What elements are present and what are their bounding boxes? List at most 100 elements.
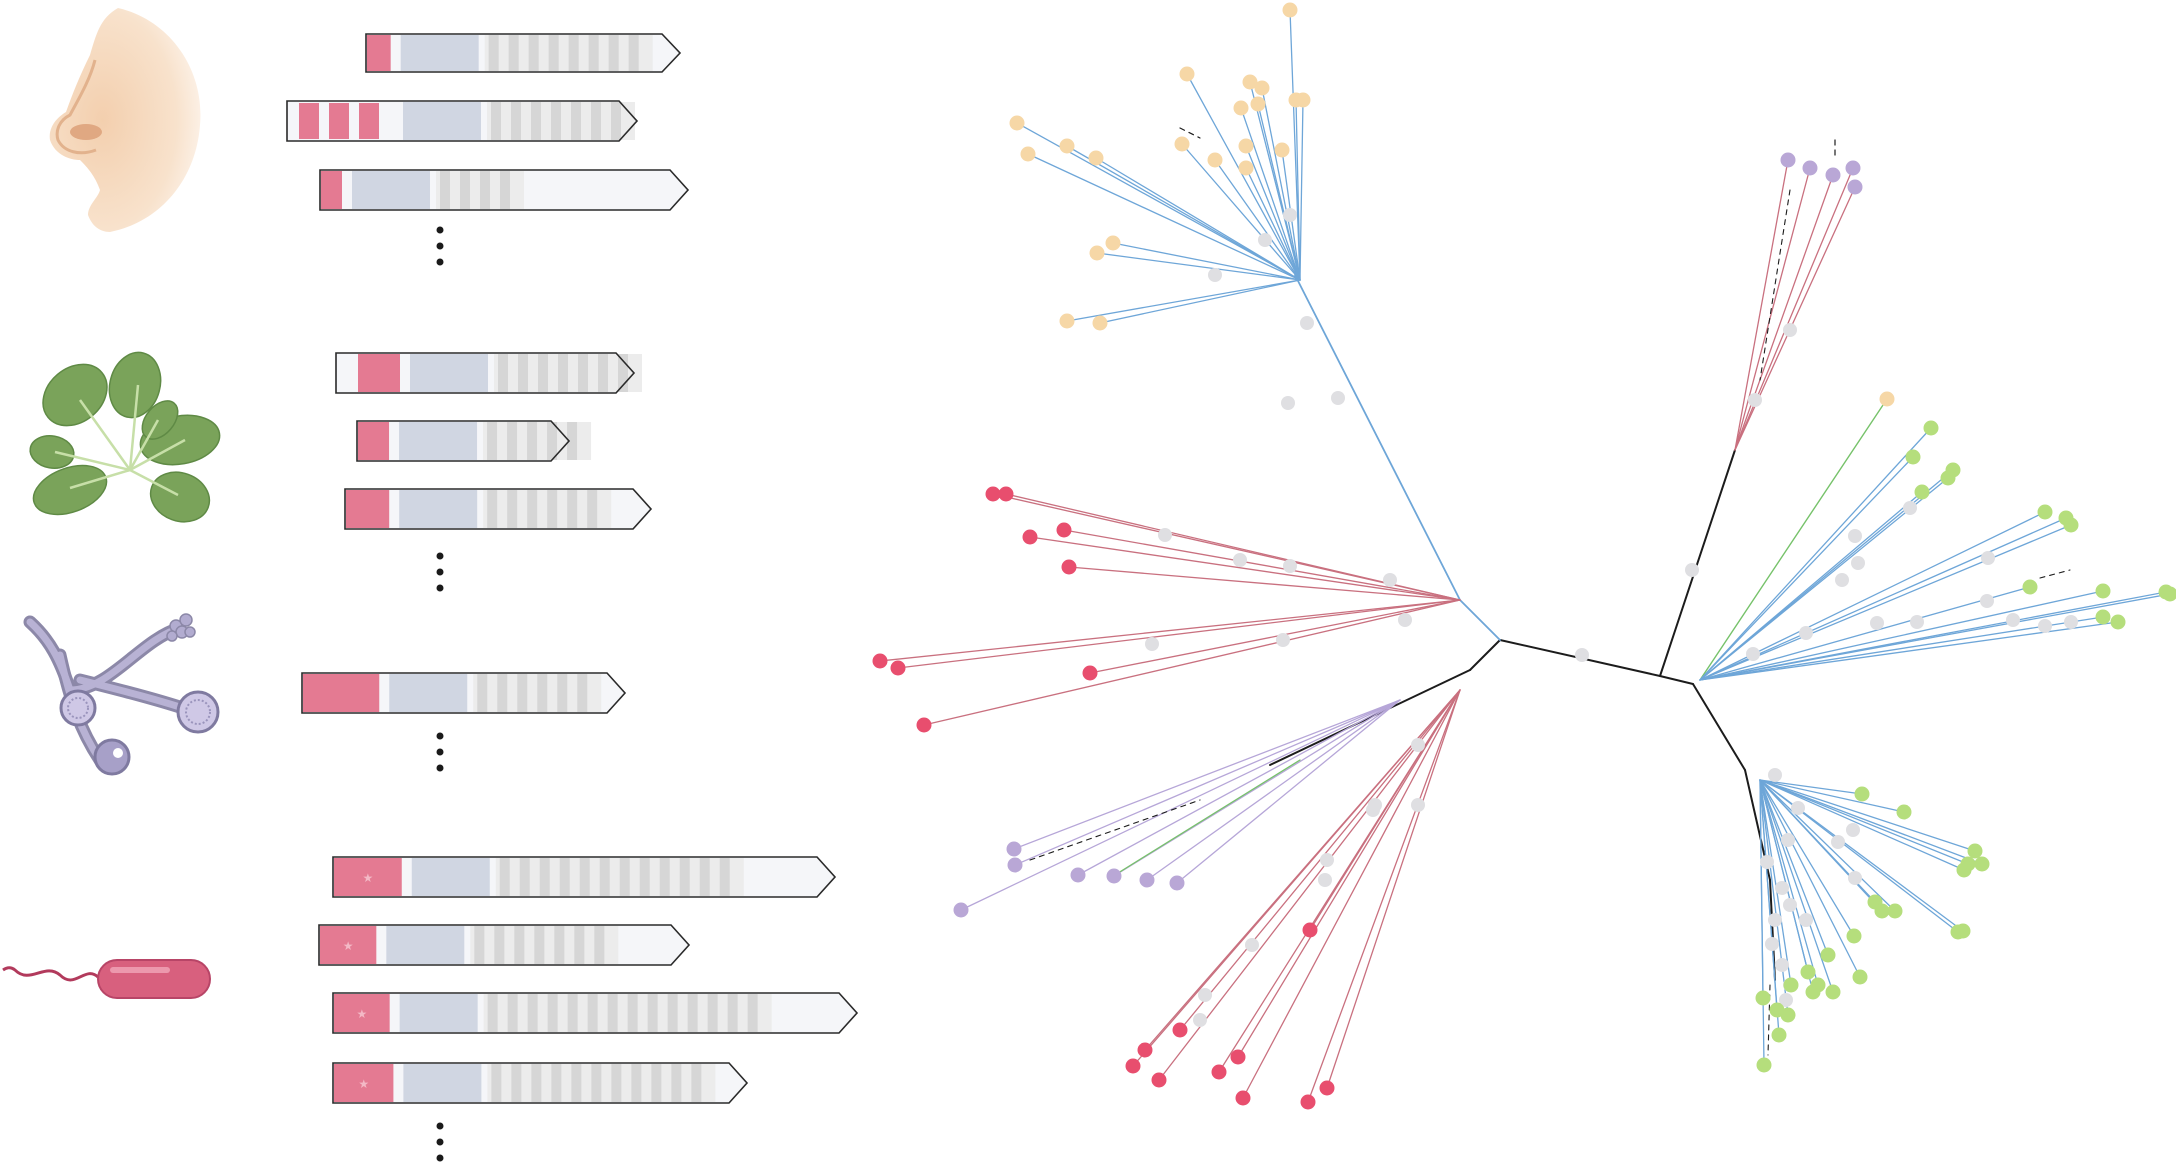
- internal-node: [1320, 853, 1334, 867]
- tree-tip: [1955, 923, 1971, 939]
- tree-tip: [1805, 984, 1821, 1000]
- tree-branch: [1759, 779, 1965, 871]
- phylogenetic-tree: [872, 2, 2176, 1110]
- tree-branch: [1289, 9, 1301, 281]
- star-icon: ★: [343, 939, 354, 953]
- tree-tip: [1288, 92, 1304, 108]
- tree-branch: [1759, 779, 1976, 852]
- internal-node: [1281, 396, 1295, 410]
- tree-branch: [1759, 779, 1855, 937]
- internal-node: [1300, 316, 1314, 330]
- repeat-unit: [691, 1064, 702, 1102]
- tree-tip: [1070, 867, 1086, 883]
- central-domain: [403, 102, 481, 140]
- tree-branch: [1269, 669, 1471, 766]
- repeat-unit: [571, 102, 581, 140]
- protein-bar: [319, 169, 690, 211]
- repeat-unit: [647, 994, 658, 1032]
- tree-branch: [1699, 590, 2104, 681]
- tree-tip: [1151, 1072, 1167, 1088]
- repeat-unit: [558, 354, 568, 392]
- tree-branch: [1699, 398, 1888, 681]
- repeat-unit: [511, 102, 521, 140]
- tree-branch: [1307, 689, 1461, 1103]
- tree-tip: [1771, 1027, 1787, 1043]
- tree-branch: [1326, 689, 1461, 1089]
- tree-tip: [2022, 579, 2038, 595]
- protein-bar: [344, 488, 653, 530]
- tree-tip: [1874, 903, 1890, 919]
- tree-tip: [1967, 843, 1983, 859]
- internal-node: [1799, 913, 1813, 927]
- protein-outline: [335, 352, 636, 394]
- ellipsis-markers: [436, 226, 444, 1162]
- tree-tip: [1319, 1080, 1335, 1096]
- tree-tip: [1914, 484, 1930, 500]
- star-icon: ★: [356, 1007, 367, 1021]
- tree-branch: [923, 599, 1461, 726]
- internal-node: [1283, 208, 1297, 222]
- repeat-unit: [571, 1064, 582, 1102]
- tree-branch: [1699, 524, 2072, 681]
- human-nose-icon: [49, 8, 201, 232]
- protein-bar: ★: [332, 992, 859, 1034]
- central-domain: [399, 490, 478, 528]
- tree-tip: [1852, 969, 1868, 985]
- repeat-unit: [537, 674, 548, 712]
- tree-tip: [1235, 1090, 1251, 1106]
- repeat-unit: [547, 994, 558, 1032]
- internal-node: [1980, 594, 1994, 608]
- repeat-unit: [499, 858, 510, 896]
- repeat-unit: [508, 35, 519, 71]
- tree-tip: [1007, 857, 1023, 873]
- repeat-unit: [608, 35, 619, 71]
- tree-tip: [1783, 977, 1799, 993]
- signal-peptide: [299, 103, 319, 139]
- tree-tip: [2110, 614, 2126, 630]
- repeat-unit: [547, 422, 558, 460]
- tree-branch: [1214, 159, 1301, 281]
- repeat-unit: [587, 490, 598, 528]
- protein-outline: [344, 488, 653, 530]
- tree-tip: [916, 717, 932, 733]
- tree-tip: [1846, 928, 1862, 944]
- internal-node: [1903, 501, 1917, 515]
- tree-tip: [890, 660, 906, 676]
- tree-tip: [1059, 313, 1075, 329]
- tree-tip: [1825, 984, 1841, 1000]
- tree-branch: [1759, 779, 1792, 986]
- tree-branch: [1066, 145, 1301, 281]
- internal-node: [2006, 613, 2020, 627]
- repeat-unit: [539, 858, 550, 896]
- tree-tip: [1089, 245, 1105, 261]
- central-domain: [410, 354, 488, 392]
- repeat-unit: [498, 354, 508, 392]
- protein-bar: [356, 420, 592, 462]
- repeat-unit: [671, 1064, 682, 1102]
- internal-node: [1411, 798, 1425, 812]
- signal-peptide: [320, 926, 377, 964]
- repeat-unit: [679, 858, 690, 896]
- internal-node: [1799, 626, 1813, 640]
- repeat-unit: [534, 926, 545, 964]
- internal-node: [1768, 913, 1782, 927]
- repeat-unit: [497, 674, 508, 712]
- tree-branch: [1095, 157, 1301, 281]
- tree-branch: [1759, 779, 1861, 978]
- internal-node: [2038, 619, 2052, 633]
- protein-bar: [286, 100, 639, 142]
- tree-branch: [1027, 153, 1301, 281]
- tree-branch: [1309, 689, 1461, 931]
- tree-tip: [1780, 152, 1796, 168]
- tree-branch: [1068, 566, 1461, 601]
- tree-tip: [1800, 964, 1816, 980]
- repeat-unit: [639, 858, 650, 896]
- repeat-unit: [488, 35, 499, 71]
- tree-branch: [1179, 127, 1201, 139]
- internal-node: [1145, 637, 1159, 651]
- tree-tip: [1088, 150, 1104, 166]
- internal-node: [1783, 323, 1797, 337]
- tree-branch: [1063, 529, 1461, 601]
- repeat-unit: [574, 926, 585, 964]
